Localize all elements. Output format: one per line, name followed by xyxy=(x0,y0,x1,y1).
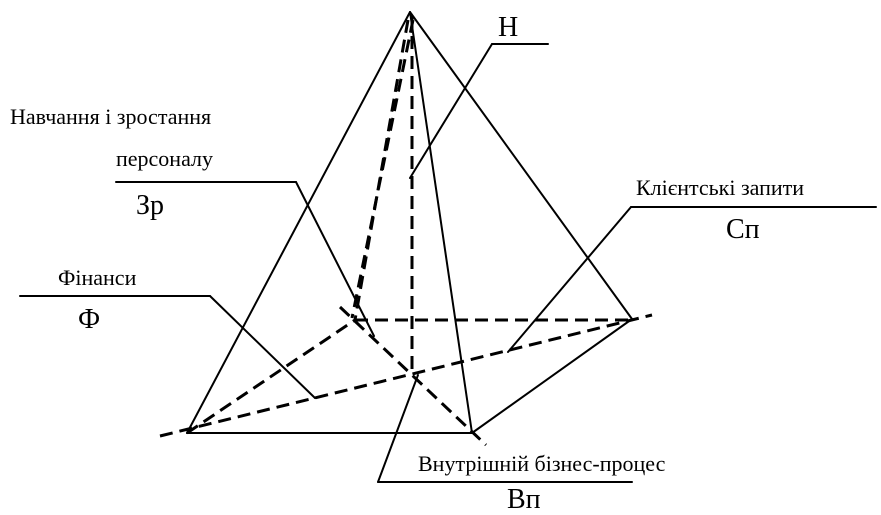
process-code: Вп xyxy=(507,484,541,515)
edge-apex-front xyxy=(409,11,473,434)
edge-apex-back-inner xyxy=(350,19,415,319)
personnel-code: Зр xyxy=(136,190,165,221)
edge-base-right xyxy=(471,318,633,434)
leader-clients-diag xyxy=(507,206,632,353)
edge-apex-back xyxy=(353,19,410,321)
edge-apex-left xyxy=(186,11,411,434)
leader-apex-diag xyxy=(409,43,493,179)
apex-label: Н xyxy=(498,12,519,43)
edge-base-back-left xyxy=(186,318,356,435)
personnel-label-line2: персоналу xyxy=(116,146,214,171)
axis-depth xyxy=(338,305,488,447)
finance-code: Ф xyxy=(78,304,101,335)
leader-finance-diag xyxy=(209,295,316,399)
leader-process-diag xyxy=(377,374,419,483)
axis-horizontal xyxy=(159,313,653,438)
edge-apex-right xyxy=(409,11,633,320)
finance-label: Фінанси xyxy=(58,265,137,290)
clients-label: Клієнтські запити xyxy=(636,175,805,200)
clients-code: Сп xyxy=(726,214,760,245)
process-label: Внутрішній бізнес-процес xyxy=(418,451,666,476)
personnel-label-line1: Навчання і зростання xyxy=(10,104,212,129)
leader-personnel-diag xyxy=(295,181,375,337)
